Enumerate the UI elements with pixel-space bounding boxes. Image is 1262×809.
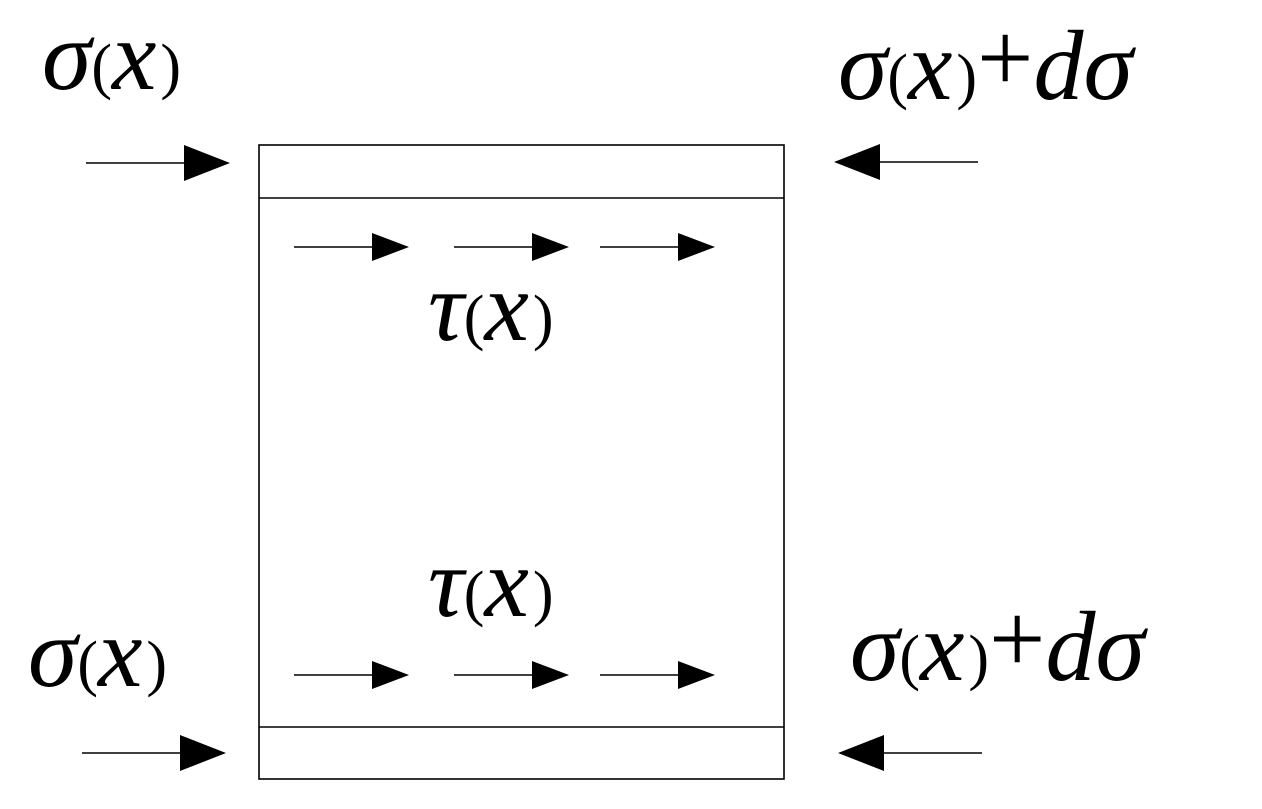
shear-arrow-upper-1 (294, 233, 409, 261)
arrow-top-right (834, 144, 978, 180)
shear-arrow-lower-1 (294, 661, 409, 689)
arrow-bottom-left (82, 735, 226, 771)
label-open-paren: ( (91, 33, 112, 101)
label-top-left: σ(x) (42, 0, 181, 111)
label-plus: + (977, 2, 1033, 113)
label-symbol: τ (428, 251, 467, 362)
label-shear-upper: τ(x) (428, 251, 554, 362)
label-shear-lower: τ(x) (428, 527, 554, 638)
label-symbol: σ (42, 0, 95, 111)
label-bottom-right: σ(x)+dσ (850, 583, 1148, 702)
label-variable: x (96, 597, 142, 708)
shear-arrow-lower-3 (600, 661, 715, 689)
label-open-paren: ( (77, 630, 98, 698)
label-symbol: σ (850, 591, 903, 702)
element-body (258, 144, 785, 780)
label-open-paren: ( (887, 43, 908, 111)
shear-stress-arrows-upper (294, 233, 715, 261)
label-open-paren: ( (899, 624, 920, 692)
shear-arrow-lower-2 (454, 661, 569, 689)
label-symbol: τ (428, 527, 467, 638)
label-close-paren: ) (533, 560, 554, 628)
label-differential: dσ (1045, 591, 1148, 702)
label-close-paren: ) (956, 43, 977, 111)
label-close-paren: ) (968, 624, 989, 692)
label-variable: x (110, 0, 156, 111)
arrow-bottom-right (838, 735, 982, 771)
label-symbol: σ (838, 10, 891, 121)
label-open-paren: ( (464, 284, 485, 352)
label-variable: x (482, 251, 528, 362)
label-variable: x (482, 527, 528, 638)
arrow-top-left (86, 145, 230, 181)
label-close-paren: ) (533, 284, 554, 352)
shear-arrow-upper-3 (600, 233, 715, 261)
label-symbol: σ (28, 597, 81, 708)
shear-arrow-upper-2 (454, 233, 569, 261)
label-close-paren: ) (160, 33, 181, 101)
label-plus: + (989, 583, 1045, 694)
element-outline (258, 144, 785, 780)
label-variable: x (906, 10, 952, 121)
label-bottom-left: σ(x) (28, 597, 167, 708)
label-top-right: σ(x)+dσ (838, 2, 1136, 121)
label-differential: dσ (1033, 10, 1136, 121)
label-open-paren: ( (464, 560, 485, 628)
shear-stress-arrows-lower (294, 661, 715, 689)
label-close-paren: ) (146, 630, 167, 698)
normal-stress-arrows (82, 144, 982, 771)
label-variable: x (918, 591, 964, 702)
